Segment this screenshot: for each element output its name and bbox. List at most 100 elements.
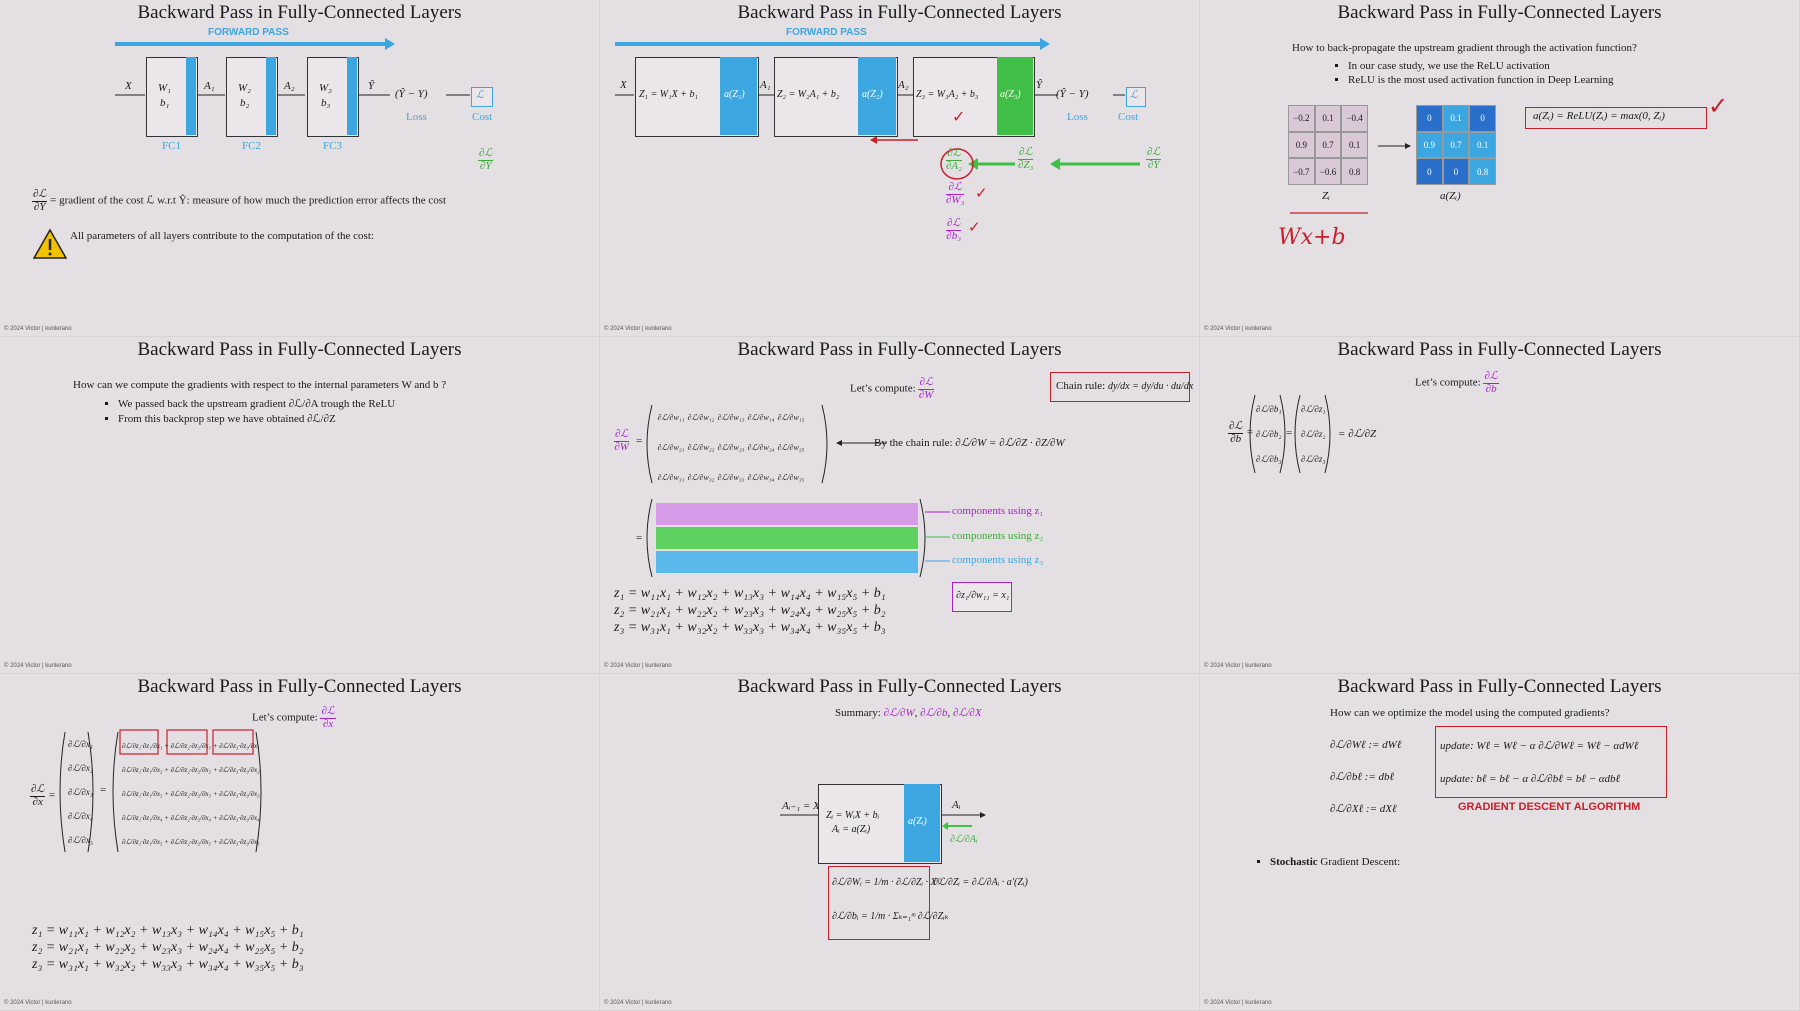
slide-2[interactable]: Backward Pass in Fully-Connected Layers … [600,0,1200,337]
w1-label: W₁ [158,82,171,94]
db: ∂b [1485,382,1497,395]
lhs: ∂ℒ∂x = [30,783,56,808]
grad-num-2: ∂ℒ [32,188,48,202]
slide-3[interactable]: Backward Pass in Fully-Connected Layers … [1200,0,1800,337]
cost-label: Cost [1118,111,1139,123]
slide-1[interactable]: Backward Pass in Fully-Connected Layers … [0,0,600,337]
x-label: X [620,79,627,91]
a-z3: a(Z₃) [1000,89,1021,100]
vector-parens [59,729,262,853]
slide-5[interactable]: Backward Pass in Fully-Connected Layers … [600,337,1200,674]
eq-dz: ∂ℒ/∂Zᵢ = ∂ℒ/∂Aᵢ · a′(Zᵢ) [933,877,1028,888]
update-box [1435,726,1667,798]
db: ∂b [1230,432,1242,445]
cost-label: Cost [472,111,493,123]
question: How can we optimize the model using the … [1330,707,1610,719]
forward-pass-label: FORWARD PASS [208,27,289,38]
bullet-rest: Gradient Descent: [1317,856,1401,868]
cell: −0.6 [1314,158,1342,185]
algorithm-label: GRADIENT DESCENT ALGORITHM [1458,801,1641,813]
cell: −0.7 [1288,158,1315,185]
w3-label: W₃ [319,82,332,94]
d-z3: ∂Z₃ [1018,158,1034,171]
bullet: We passed back the upstream gradient ∂ℒ/… [118,397,395,410]
input-label: Aᵢ₋₁ = X [782,800,820,812]
eq-dw: ∂ℒ/∂Wᵢ = 1/m · ∂ℒ/∂Zᵢ · Xᵀ [832,877,941,888]
grad-yhat: ∂ℒ∂Ŷ [1146,146,1162,171]
slide-4[interactable]: Backward Pass in Fully-Connected Layers … [0,337,600,674]
cell: ∂ℒ/∂w₂₄ [747,443,775,452]
cell: ∂ℒ/∂w₁₂ [687,413,715,422]
boxed-derivative-text: ∂z₁/∂w₁₁ = x₁ [956,590,1010,601]
w-gradient-matrix: ∂ℒ/∂w₁₁∂ℒ/∂w₁₂∂ℒ/∂w₁₃∂ℒ/∂w₁₄∂ℒ/∂w₁₅ ∂ℒ/∂… [656,407,821,485]
warning-icon [32,228,68,259]
a1-label: A₁ [760,79,771,91]
slide-7[interactable]: Backward Pass in Fully-Connected Layers … [0,674,600,1011]
fc2-label: FC2 [242,140,261,152]
slide-9[interactable]: Backward Pass in Fully-Connected Layers … [1200,674,1800,1011]
cost-symbol: ℒ [476,89,484,101]
row: ∂ℒ/∂z₁·∂z₁/∂x₅ + ∂ℒ/∂z₂·∂z₂/∂x₅ + ∂ℒ/∂z₃… [122,838,260,846]
a2-label: A₂ [898,79,909,91]
cell: 0.1 [1469,131,1496,159]
a-z2: a(Z₂) [862,89,883,100]
loss-expr: (Ŷ − Y) [395,88,428,100]
fc1-label: FC1 [162,140,181,152]
slide-6[interactable]: Backward Pass in Fully-Connected Layers … [1200,337,1800,674]
chain-rule-expr: dy/dx = dy/du · du/dx [1107,381,1194,392]
def-db: ∂ℒ/∂bℓ := dbℓ [1330,771,1395,783]
cell: ∂ℒ/∂z₂ [1301,429,1326,439]
cell: ∂ℒ/∂b₃ [1256,454,1282,464]
question: How can we compute the gradients with re… [73,379,447,391]
a-z1: a(Z₁) [724,89,745,100]
dx: ∂x [322,717,334,730]
loss-label: Loss [406,111,427,123]
cell: ∂ℒ/∂w₃₅ [777,473,805,482]
by-chain-rule: By the chain rule: ∂ℒ/∂W = ∂ℒ/∂Z · ∂Z/∂W [874,436,1065,449]
slide-title: Backward Pass in Fully-Connected Layers [1337,2,1662,23]
upstream-gradient: ∂ℒ/∂Aᵢ [950,834,978,845]
fc1-activation [186,57,196,135]
cell: 0.9 [1288,131,1315,159]
cost-box [1126,87,1146,107]
z1-components-strip [656,503,918,525]
cell: ∂ℒ/∂b₁ [1256,404,1282,414]
row: ∂ℒ/∂z₁·∂z₁/∂x₄ + ∂ℒ/∂z₂·∂z₂/∂x₄ + ∂ℒ/∂z₃… [122,814,260,822]
w2-label: W₂ [238,82,251,94]
row: ∂ℒ/∂z₁·∂z₁/∂x₁ + ∂ℒ/∂z₂·∂z₂/∂x₁ + ∂ℒ/∂z₃… [122,742,260,750]
chain-expr: ∂ℒ/∂W = ∂ℒ/∂Z · ∂Z/∂W [955,437,1065,449]
rhs-text: ∂ℒ/∂Z [1348,428,1377,440]
dw: ∂W [918,388,934,401]
b1-label: b₁ [160,97,170,109]
d-num: ∂ℒ [1146,146,1162,160]
z3-components-strip [656,551,918,573]
equation-z3: z₃ = w₃₁x₁ + w₃₂x₂ + w₃₃x₃ + w₃₄x₄ + w₃₅… [614,620,886,635]
cell: ∂ℒ/∂w₃₄ [747,473,775,482]
d-yhat: ∂Ŷ [1147,158,1160,171]
rhs: = ∂ℒ/∂Z [1338,428,1377,440]
cell: ∂ℒ/∂x₅ [68,835,94,845]
cell: ∂ℒ/∂w₂₂ [687,443,715,452]
cell: ∂ℒ/∂z₃ [1301,454,1326,464]
term-dx: ∂ℒ/∂X [952,707,982,719]
slide-title: Backward Pass in Fully-Connected Layers [737,676,1062,697]
slide-8[interactable]: Backward Pass in Fully-Connected Layers … [600,674,1200,1011]
d-num: ∂ℒ [946,147,962,161]
relu-formula: a(Zᵢ) = ReLU(Zᵢ) = max(0, Zᵢ) [1533,110,1665,122]
yhat-label: Ŷ [368,80,375,92]
footer: © 2024 Victor | kunlerano [4,326,72,332]
summary: Summary: ∂ℒ/∂W, ∂ℒ/∂b, ∂ℒ/∂X [835,707,982,719]
summary-arrows [780,812,986,830]
footer: © 2024 Victor | kunlerano [1204,663,1272,669]
cell: 0.8 [1341,158,1368,185]
equation-z1: z₁ = w₁₁x₁ + w₁₂x₂ + w₁₃x₃ + w₁₄x₄ + w₁₅… [32,923,304,938]
equation-z1: z₁ = w₁₁x₁ + w₁₂x₂ + w₁₃x₃ + w₁₄x₄ + w₁₅… [614,586,886,601]
grad-def: ∂ℒ∂Ŷ = gradient of the cost ℒ w.r.t Ŷ: m… [32,188,446,213]
def-dw: ∂ℒ/∂Wℓ := dWℓ [1330,739,1402,751]
relu-formula-box [1525,107,1707,129]
question: How to back-propagate the upstream gradi… [1292,42,1637,54]
equation-z3: z₃ = w₃₁x₁ + w₃₂x₂ + w₃₃x₃ + w₃₄x₄ + w₃₅… [32,957,304,972]
cell: ∂ℒ/∂w₂₁ [657,443,685,452]
cell: ∂ℒ/∂w₂₅ [777,443,805,452]
